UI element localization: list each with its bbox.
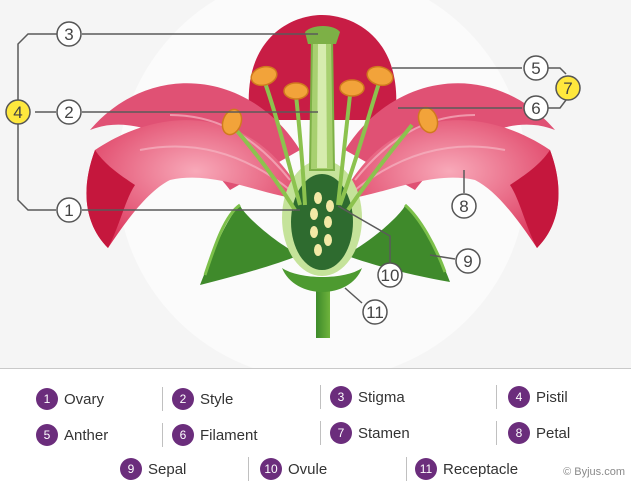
legend-item-anther: 5 Anther <box>36 422 108 448</box>
legend-number-badge: 9 <box>120 458 142 480</box>
legend-item-style: 2 Style <box>172 386 233 412</box>
legend-item-pistil: 4 Pistil <box>508 384 568 410</box>
legend-number-badge: 10 <box>260 458 282 480</box>
callout-3: 3 <box>57 22 81 46</box>
callout-number-5: 5 <box>531 59 540 78</box>
legend-label: Stamen <box>358 425 410 442</box>
legend-item-stamen: 7 Stamen <box>330 420 410 446</box>
callout-number-10: 10 <box>381 266 400 285</box>
legend-label: Filament <box>200 427 258 444</box>
legend-number-badge: 11 <box>415 458 437 480</box>
legend-number-badge: 7 <box>330 422 352 444</box>
legend-number-badge: 4 <box>508 386 530 408</box>
legend-item-receptacle: 11 Receptacle <box>415 456 518 482</box>
callout-2: 2 <box>57 100 81 124</box>
legend-item-petal: 8 Petal <box>508 420 570 446</box>
callout-number-2: 2 <box>64 103 73 122</box>
callout-10: 10 <box>378 263 402 287</box>
callout-number-1: 1 <box>64 201 73 220</box>
legend-item-sepal: 9 Sepal <box>120 456 186 482</box>
ovary <box>291 174 353 270</box>
callout-number-7: 7 <box>563 79 572 98</box>
legend-label: Receptacle <box>443 461 518 478</box>
legend-divider <box>248 457 249 481</box>
legend-divider <box>320 385 321 409</box>
legend-label: Ovary <box>64 391 104 408</box>
legend-divider <box>162 423 163 447</box>
callout-number-9: 9 <box>463 252 472 271</box>
callout-7: 7 <box>556 76 580 100</box>
legend-number-badge: 8 <box>508 422 530 444</box>
legend-divider <box>162 387 163 411</box>
style-core <box>317 44 327 168</box>
copyright: © Byjus.com <box>563 466 625 478</box>
legend-item-filament: 6 Filament <box>172 422 258 448</box>
callout-number-6: 6 <box>531 99 540 118</box>
stem <box>316 290 330 338</box>
callout-4: 4 <box>6 100 30 124</box>
diagram-area: 1 2 3 4 5 6 7 8 9 10 11 <box>0 0 631 368</box>
legend-item-ovary: 1 Ovary <box>36 386 104 412</box>
callout-5: 5 <box>524 56 548 80</box>
callout-number-11: 11 <box>366 303 384 322</box>
callout-number-8: 8 <box>459 197 468 216</box>
callout-number-3: 3 <box>64 25 73 44</box>
legend-number-badge: 1 <box>36 388 58 410</box>
legend-divider <box>496 385 497 409</box>
legend-number-badge: 2 <box>172 388 194 410</box>
legend-item-stigma: 3 Stigma <box>330 384 405 410</box>
callout-9: 9 <box>456 249 480 273</box>
legend-label: Pistil <box>536 389 568 406</box>
legend-item-ovule: 10 Ovule <box>260 456 327 482</box>
flower-diagram: 1 2 3 4 5 6 7 8 9 10 11 <box>0 0 631 368</box>
legend-label: Petal <box>536 425 570 442</box>
legend: 1 Ovary 2 Style 3 Stigma 4 Pistil 5 Anther 6 Filame… <box>0 368 631 483</box>
callout-number-4: 4 <box>13 103 22 122</box>
legend-label: Sepal <box>148 461 186 478</box>
legend-label: Style <box>200 391 233 408</box>
legend-divider <box>496 421 497 445</box>
legend-label: Ovule <box>288 461 327 478</box>
legend-number-badge: 5 <box>36 424 58 446</box>
legend-label: Anther <box>64 427 108 444</box>
legend-number-badge: 3 <box>330 386 352 408</box>
callout-6: 6 <box>524 96 548 120</box>
legend-divider <box>320 421 321 445</box>
callout-8: 8 <box>452 194 476 218</box>
callout-1: 1 <box>57 198 81 222</box>
legend-number-badge: 6 <box>172 424 194 446</box>
callout-11: 11 <box>363 300 387 324</box>
stigma <box>305 26 340 44</box>
legend-divider <box>406 457 407 481</box>
legend-label: Stigma <box>358 389 405 406</box>
